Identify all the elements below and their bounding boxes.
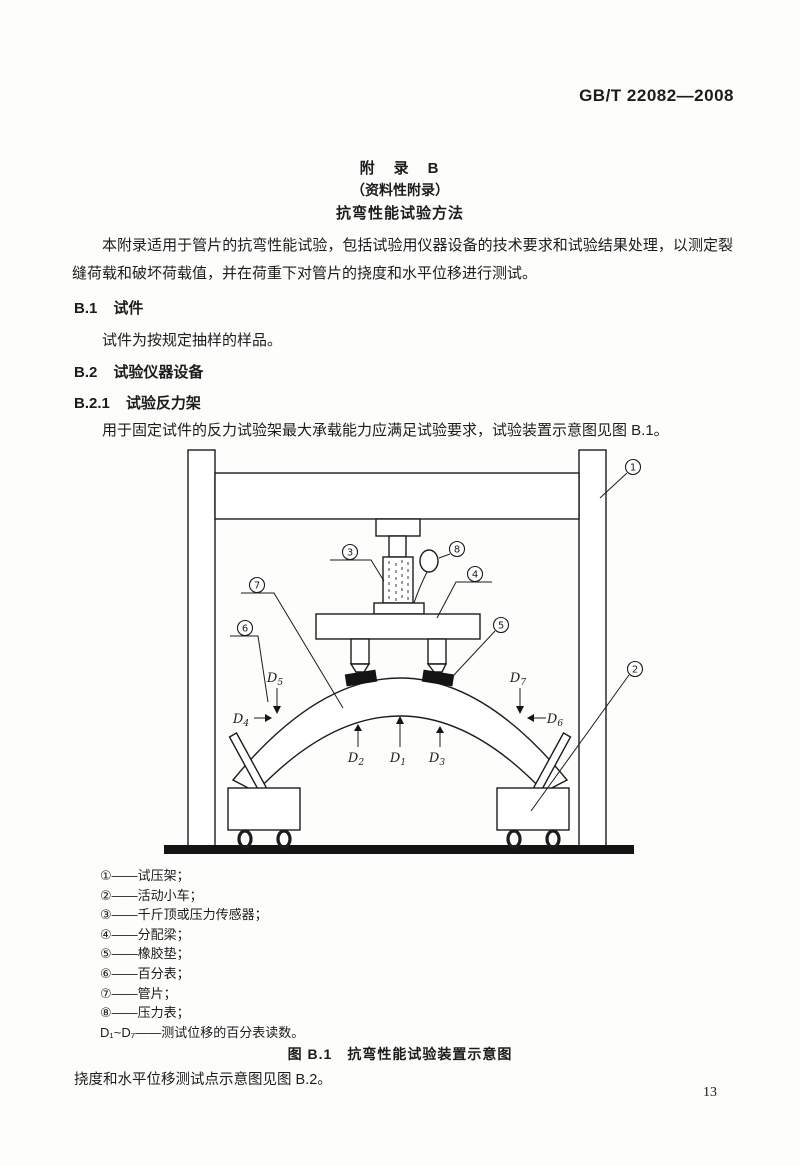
legend-item-3: ③——千斤顶或压力传感器； — [100, 907, 268, 923]
heading-b1-title: 试件 — [113, 300, 144, 317]
left-cart-wheel — [276, 829, 292, 849]
label-d7: D7 — [509, 671, 526, 688]
figure-caption: 图 B.1 抗弯性能试验装置示意图 — [287, 1046, 513, 1062]
left-cart-wheel — [237, 829, 253, 849]
heading-b21-title: 试验反力架 — [125, 395, 201, 412]
callout-labels: 1 2 3 4 5 6 7 8 — [230, 458, 644, 812]
left-rubber-pad — [344, 669, 378, 687]
frame-left-column — [187, 449, 216, 848]
right-loading-leg — [427, 638, 447, 665]
callout-7-circle — [248, 576, 266, 594]
callout-3: 3 — [347, 548, 353, 559]
callout-5: 5 — [498, 621, 504, 632]
jack-assembly — [315, 518, 481, 687]
right-cart-wheel — [506, 829, 522, 849]
right-rubber-pad — [421, 669, 455, 687]
callout-6: 6 — [242, 624, 248, 635]
legend-item-1: ①——试压架； — [100, 868, 190, 883]
distribution-beam — [315, 613, 481, 640]
figure-after-text: 挠度和水平位移测试点示意图见图 B.2。 — [74, 1072, 332, 1088]
right-leg-tip — [426, 663, 448, 673]
callout-2-circle — [626, 660, 644, 678]
legend-item-d: D₁~D₇——测试位移的百分表读数。 — [100, 1024, 305, 1040]
appendix-type: （资料性附录） — [351, 182, 449, 198]
displacement-labels: D1 D2 D3 D4 D5 D6 D7 — [232, 671, 563, 768]
label-d2: D2 — [347, 751, 364, 768]
callout-7: 7 — [254, 581, 260, 592]
legend-item-2: ②——活动小车； — [100, 887, 203, 903]
pressure-gauge-stem — [413, 571, 428, 604]
jack-mount-block — [375, 518, 421, 537]
test-frame — [164, 449, 634, 854]
b1-body: 试件为按规定抽样的样品。 — [102, 332, 283, 349]
jack-base-plate — [373, 602, 425, 615]
callout-4-circle — [466, 565, 484, 583]
label-d1: D1 — [389, 751, 406, 768]
callout-1-circle — [624, 458, 642, 476]
frame-top-beam — [214, 472, 580, 520]
left-leg-tip — [349, 663, 371, 673]
callout-1: 1 — [630, 463, 636, 474]
legend-item-7: ⑦——管片； — [100, 985, 177, 1001]
legend-item-8: ⑧——压力表； — [100, 1005, 190, 1021]
pressure-gauge-dial — [419, 549, 439, 573]
callout-4: 4 — [472, 570, 478, 581]
standard-number: GB/T 22082—2008 — [579, 86, 734, 105]
appendix-name: 抗弯性能试验方法 — [335, 205, 464, 222]
ground-line — [164, 845, 634, 854]
callout-2: 2 — [632, 665, 638, 676]
figure-b1-diagram: 1 2 3 4 5 6 7 8 D1 — [164, 449, 644, 854]
heading-b2-title: 试验仪器设备 — [113, 364, 204, 381]
left-cart — [227, 787, 301, 831]
heading-b21-num: B.2.1 — [74, 395, 110, 412]
label-d6: D6 — [546, 712, 563, 729]
callout-5-circle — [492, 616, 510, 634]
legend-item-5: ⑤——橡胶垫； — [100, 946, 190, 962]
page-number: 13 — [703, 1085, 717, 1100]
left-loading-leg — [350, 638, 370, 665]
right-cart — [496, 787, 570, 831]
b21-body: 用于固定试件的反力试验架最大承载能力应满足试验要求，试验装置示意图见图 B.1。 — [102, 422, 669, 439]
label-d4: D4 — [232, 712, 249, 729]
label-d3: D3 — [428, 751, 445, 768]
heading-b21: B.2.1 试验反力架 — [74, 392, 201, 413]
label-d5: D5 — [266, 671, 283, 688]
legend-item-4: ④——分配梁； — [100, 926, 190, 942]
heading-b2-num: B.2 — [74, 364, 98, 381]
appendix-title: 附 录 B — [359, 160, 441, 177]
callout-8: 8 — [454, 545, 460, 556]
frame-right-column — [578, 449, 607, 848]
legend-item-6: ⑥——百分表； — [100, 965, 190, 981]
callout-8-circle — [448, 540, 466, 558]
callout-6-circle — [236, 619, 254, 637]
jack-stem — [388, 535, 407, 558]
callout-3-circle — [341, 543, 359, 561]
figure-legend: ①——试压架； ②——活动小车； ③——千斤顶或压力传感器； ④——分配梁； ⑤… — [100, 866, 304, 1042]
movable-carts — [227, 787, 570, 849]
heading-b2: B.2 试验仪器设备 — [74, 361, 203, 382]
heading-b1: B.1 试件 — [74, 297, 143, 318]
heading-b1-num: B.1 — [74, 300, 98, 317]
tube-segment-arch — [231, 677, 569, 793]
intro-paragraph: 本附录适用于管片的抗弯性能试验，包括试验用仪器设备的技术要求和试验结果处理，以测… — [72, 237, 733, 282]
right-cart-wheel — [545, 829, 561, 849]
